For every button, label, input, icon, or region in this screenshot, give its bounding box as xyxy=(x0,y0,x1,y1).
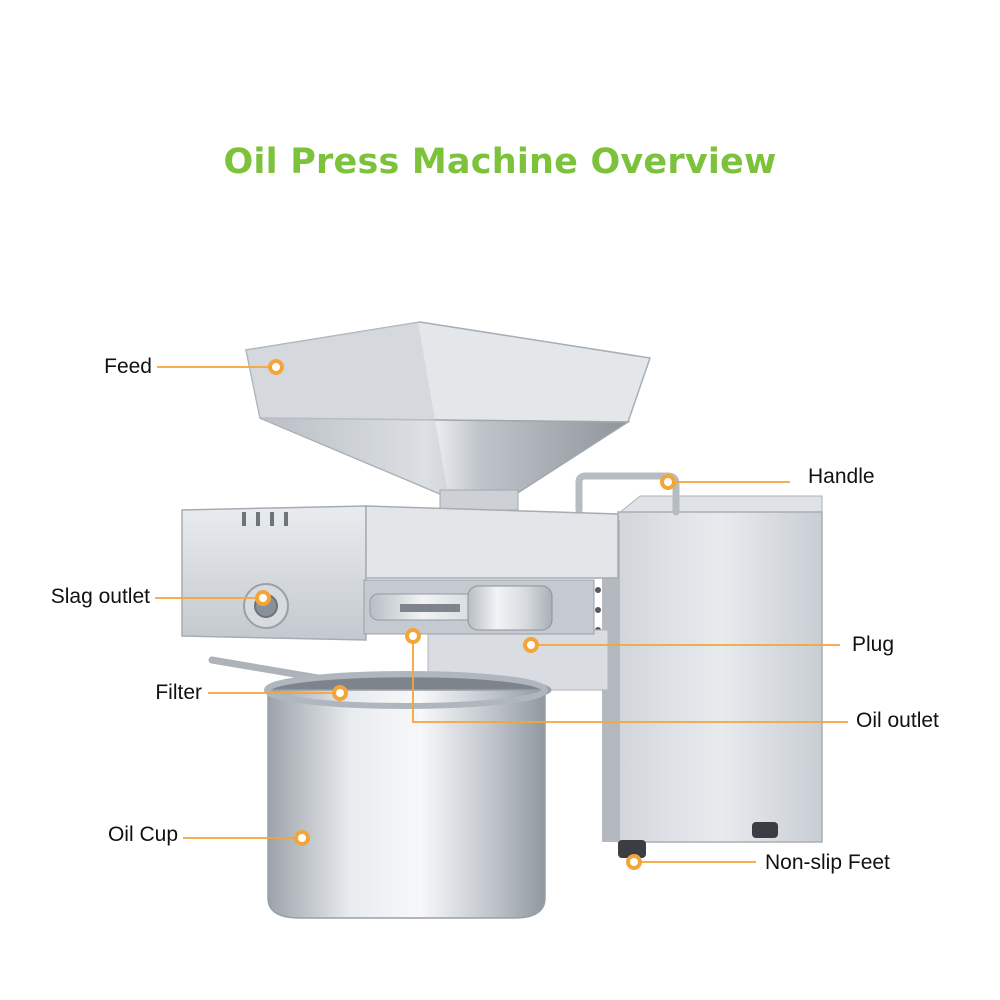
dot-filter xyxy=(332,685,348,701)
dot-slag-outlet xyxy=(255,590,271,606)
feet xyxy=(618,822,778,858)
main-body xyxy=(427,495,823,843)
oil-cup xyxy=(264,671,548,919)
dot-feed xyxy=(268,359,284,375)
label-slag-outlet: Slag outlet xyxy=(50,585,150,608)
dot-non-slip-feet xyxy=(626,854,642,870)
leader-lines xyxy=(155,366,848,863)
dot-plug xyxy=(523,637,539,653)
label-filter: Filter xyxy=(155,681,202,704)
page-title: Oil Press Machine Overview xyxy=(223,142,777,182)
callout-dots xyxy=(255,359,676,870)
leader-oil-outlet xyxy=(412,636,848,723)
dot-oil-outlet xyxy=(405,628,421,644)
label-non-slip-feet: Non-slip Feet xyxy=(765,851,890,874)
label-oil-outlet: Oil outlet xyxy=(856,709,939,732)
press-housing xyxy=(181,505,619,641)
label-plug: Plug xyxy=(852,633,895,656)
label-handle: Handle xyxy=(808,465,875,488)
label-feed: Feed xyxy=(104,355,152,378)
dot-handle xyxy=(660,474,676,490)
dot-oil-cup xyxy=(294,830,310,846)
label-oil-cup: Oil Cup xyxy=(107,823,178,846)
hopper xyxy=(245,321,652,511)
